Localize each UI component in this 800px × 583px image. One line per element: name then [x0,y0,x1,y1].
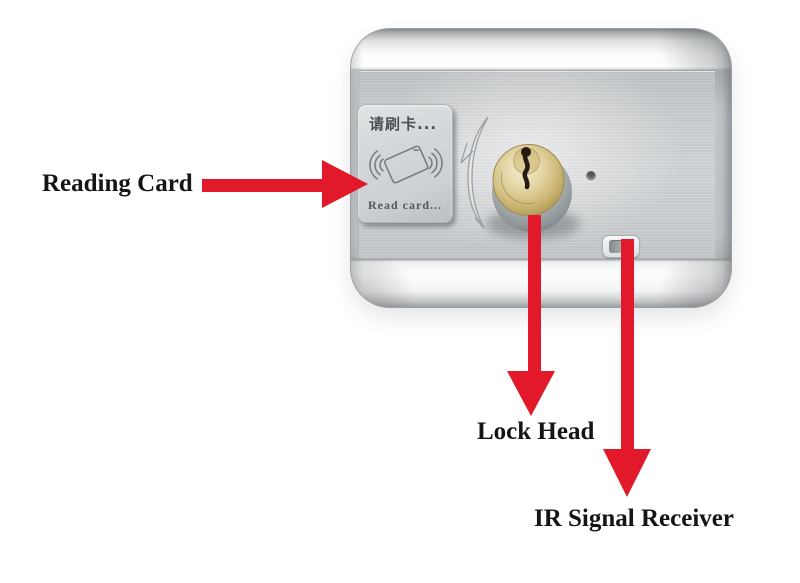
swipe-card-prompt-en: Read card... [368,198,442,212]
keyhole-icon [521,147,531,190]
arrow-shaft [202,179,324,192]
etched-swoosh-arrow-icon [460,116,489,229]
ir-signal-receiver-arrow [603,239,652,497]
lock-head-label: Lock Head [477,418,595,445]
reading-card-label: Reading Card [42,170,193,197]
card-swipe-icon [369,145,443,184]
arrow-shaft [528,215,541,372]
screw-hole [586,171,596,181]
card-reader-panel: 请刷卡... Read card... [357,104,453,223]
reading-card-arrow [202,160,368,208]
lock-head-arrow [507,215,556,416]
arrow-head-right-icon [322,160,368,208]
swipe-card-prompt-cn: 请刷卡... [369,115,438,133]
ir-signal-receiver-label: IR Signal Receiver [534,505,734,532]
arrow-head-down-icon [603,449,651,497]
arrow-head-down-icon [507,371,555,416]
arrow-shaft [621,239,634,450]
lock-cylinder [492,144,572,232]
